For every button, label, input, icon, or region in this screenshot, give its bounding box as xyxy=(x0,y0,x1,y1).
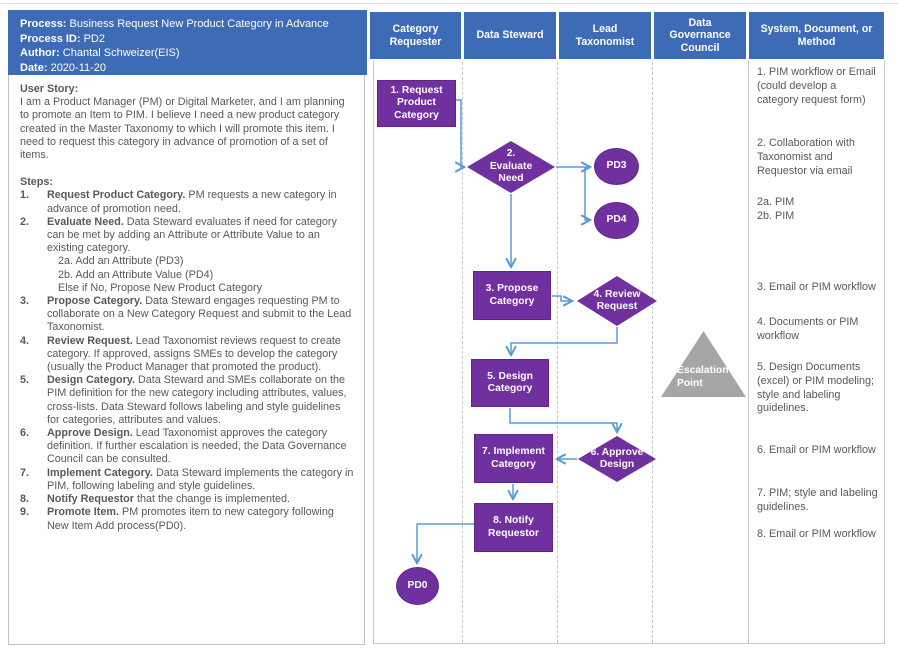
arrow-step3-to-step4 xyxy=(552,295,571,301)
node-review-request-decision: 4. Review Request xyxy=(577,276,657,326)
node-approve-design-decision: 6. Approve Design xyxy=(578,436,656,482)
lane-frame-bottom-border xyxy=(373,643,885,644)
step-item-5: 5. Design Category. Data Steward and SME… xyxy=(20,374,347,426)
process-date-line: Date: 2020-11-20 xyxy=(20,61,107,74)
node-pd3-connector: PD3 xyxy=(594,148,639,185)
arrow-step8-to-pd0 xyxy=(417,523,474,562)
system-note-1: 1. PIM workflow or Email (could develop … xyxy=(757,66,876,106)
top-divider xyxy=(0,3,898,4)
system-note-8: 8. Email or PIM workflow xyxy=(757,528,876,540)
arrow-step5-to-step6 xyxy=(509,408,617,431)
system-note-6: 6. Email or PIM workflow xyxy=(757,444,876,456)
lane-separator-1 xyxy=(462,62,463,643)
step-item-8: 8. Notify Requestor that the change is i… xyxy=(20,493,291,506)
arrow-step2-to-pd4 xyxy=(585,167,589,220)
lane-header-category-requester: Category Requester xyxy=(370,12,461,59)
lane-header-lead-taxonomist: Lead Taxonomist xyxy=(559,12,651,59)
system-note-2: 2. Collaboration with Taxonomist and Req… xyxy=(757,137,855,177)
step-2a: 2a. Add an Attribute (PD3) xyxy=(58,255,184,268)
system-note-3: 3. Email or PIM workflow xyxy=(757,281,876,293)
lane-separator-3 xyxy=(652,62,653,643)
step-item-9: 9. Promote Item. PM promotes item to new… xyxy=(20,506,334,532)
process-author-line: Author: Chantal Schweizer(EIS) xyxy=(20,47,180,59)
node-propose-category: 3. Propose Category xyxy=(473,271,551,320)
system-column-left-border xyxy=(748,60,749,644)
node-evaluate-need-decision: 2. Evaluate Need xyxy=(467,141,555,193)
lane-separator-2 xyxy=(557,62,558,643)
step-item-6: 6. Approve Design. Lead Taxonomist appro… xyxy=(20,427,347,466)
system-note-4: 4. Documents or PIM workflow xyxy=(757,316,859,342)
step-item-7: 7. Implement Category. Data Steward impl… xyxy=(20,466,354,492)
system-note-5: 5. Design Documents (excel) or PIM model… xyxy=(757,361,875,415)
arrow-step4-to-step5 xyxy=(511,327,618,354)
node-design-category: 5. Design Category xyxy=(471,359,549,407)
step-item-3: 3. Propose Category. Data Steward engage… xyxy=(20,295,352,334)
step-item-1: 1. Request Product Category. PM requests… xyxy=(20,189,337,215)
node-notify-requestor: 8. Notify Requestor xyxy=(474,503,553,552)
node-pd0-connector: PD0 xyxy=(396,567,439,605)
system-note-2a: 2a. PIM xyxy=(757,196,795,208)
lane-frame-left-border xyxy=(373,60,374,644)
step-2-else: Else if No, Propose New Product Category xyxy=(58,281,263,294)
process-title-line: Process: Business Request New Product Ca… xyxy=(20,18,329,30)
process-body-text: User Story: I am a Product Manager (PM) … xyxy=(9,75,364,645)
system-note-7: 7. PIM; style and labeling guidelines. xyxy=(757,487,878,513)
lane-header-data-governance-council: Data Governance Council xyxy=(654,12,746,59)
node-pd4-connector: PD4 xyxy=(594,202,639,239)
step-item-4: 4. Review Request. Lead Taxonomist revie… xyxy=(20,334,341,374)
user-story-text: I am a Product Manager (PM) or Digital M… xyxy=(20,96,345,162)
process-header: Process: Business Request New Product Ca… xyxy=(8,10,367,75)
lane-header-system-document-method: System, Document, or Method xyxy=(749,12,884,59)
step-item-2: 2. Evaluate Need. Data Steward evaluates… xyxy=(20,215,337,255)
steps-heading: Steps: xyxy=(20,176,53,189)
node-request-product-category: 1. Request Product Category xyxy=(377,80,456,127)
user-story-heading: User Story: xyxy=(20,83,79,95)
lane-frame-right-border xyxy=(884,60,885,644)
escalation-point-label: Escalation Point xyxy=(677,365,729,389)
process-id-line: Process ID: PD2 xyxy=(20,32,105,45)
step-2b: 2b. Add an Attribute Value (PD4) xyxy=(58,268,214,281)
node-implement-category: 7. Implement Category xyxy=(474,434,553,483)
process-description-panel: Process: Business Request New Product Ca… xyxy=(8,10,367,645)
system-note-2b: 2b. PIM xyxy=(757,209,795,222)
system-note-2ab: 2a. PIM 2b. PIM xyxy=(757,196,878,224)
lane-header-data-steward: Data Steward xyxy=(464,12,556,59)
